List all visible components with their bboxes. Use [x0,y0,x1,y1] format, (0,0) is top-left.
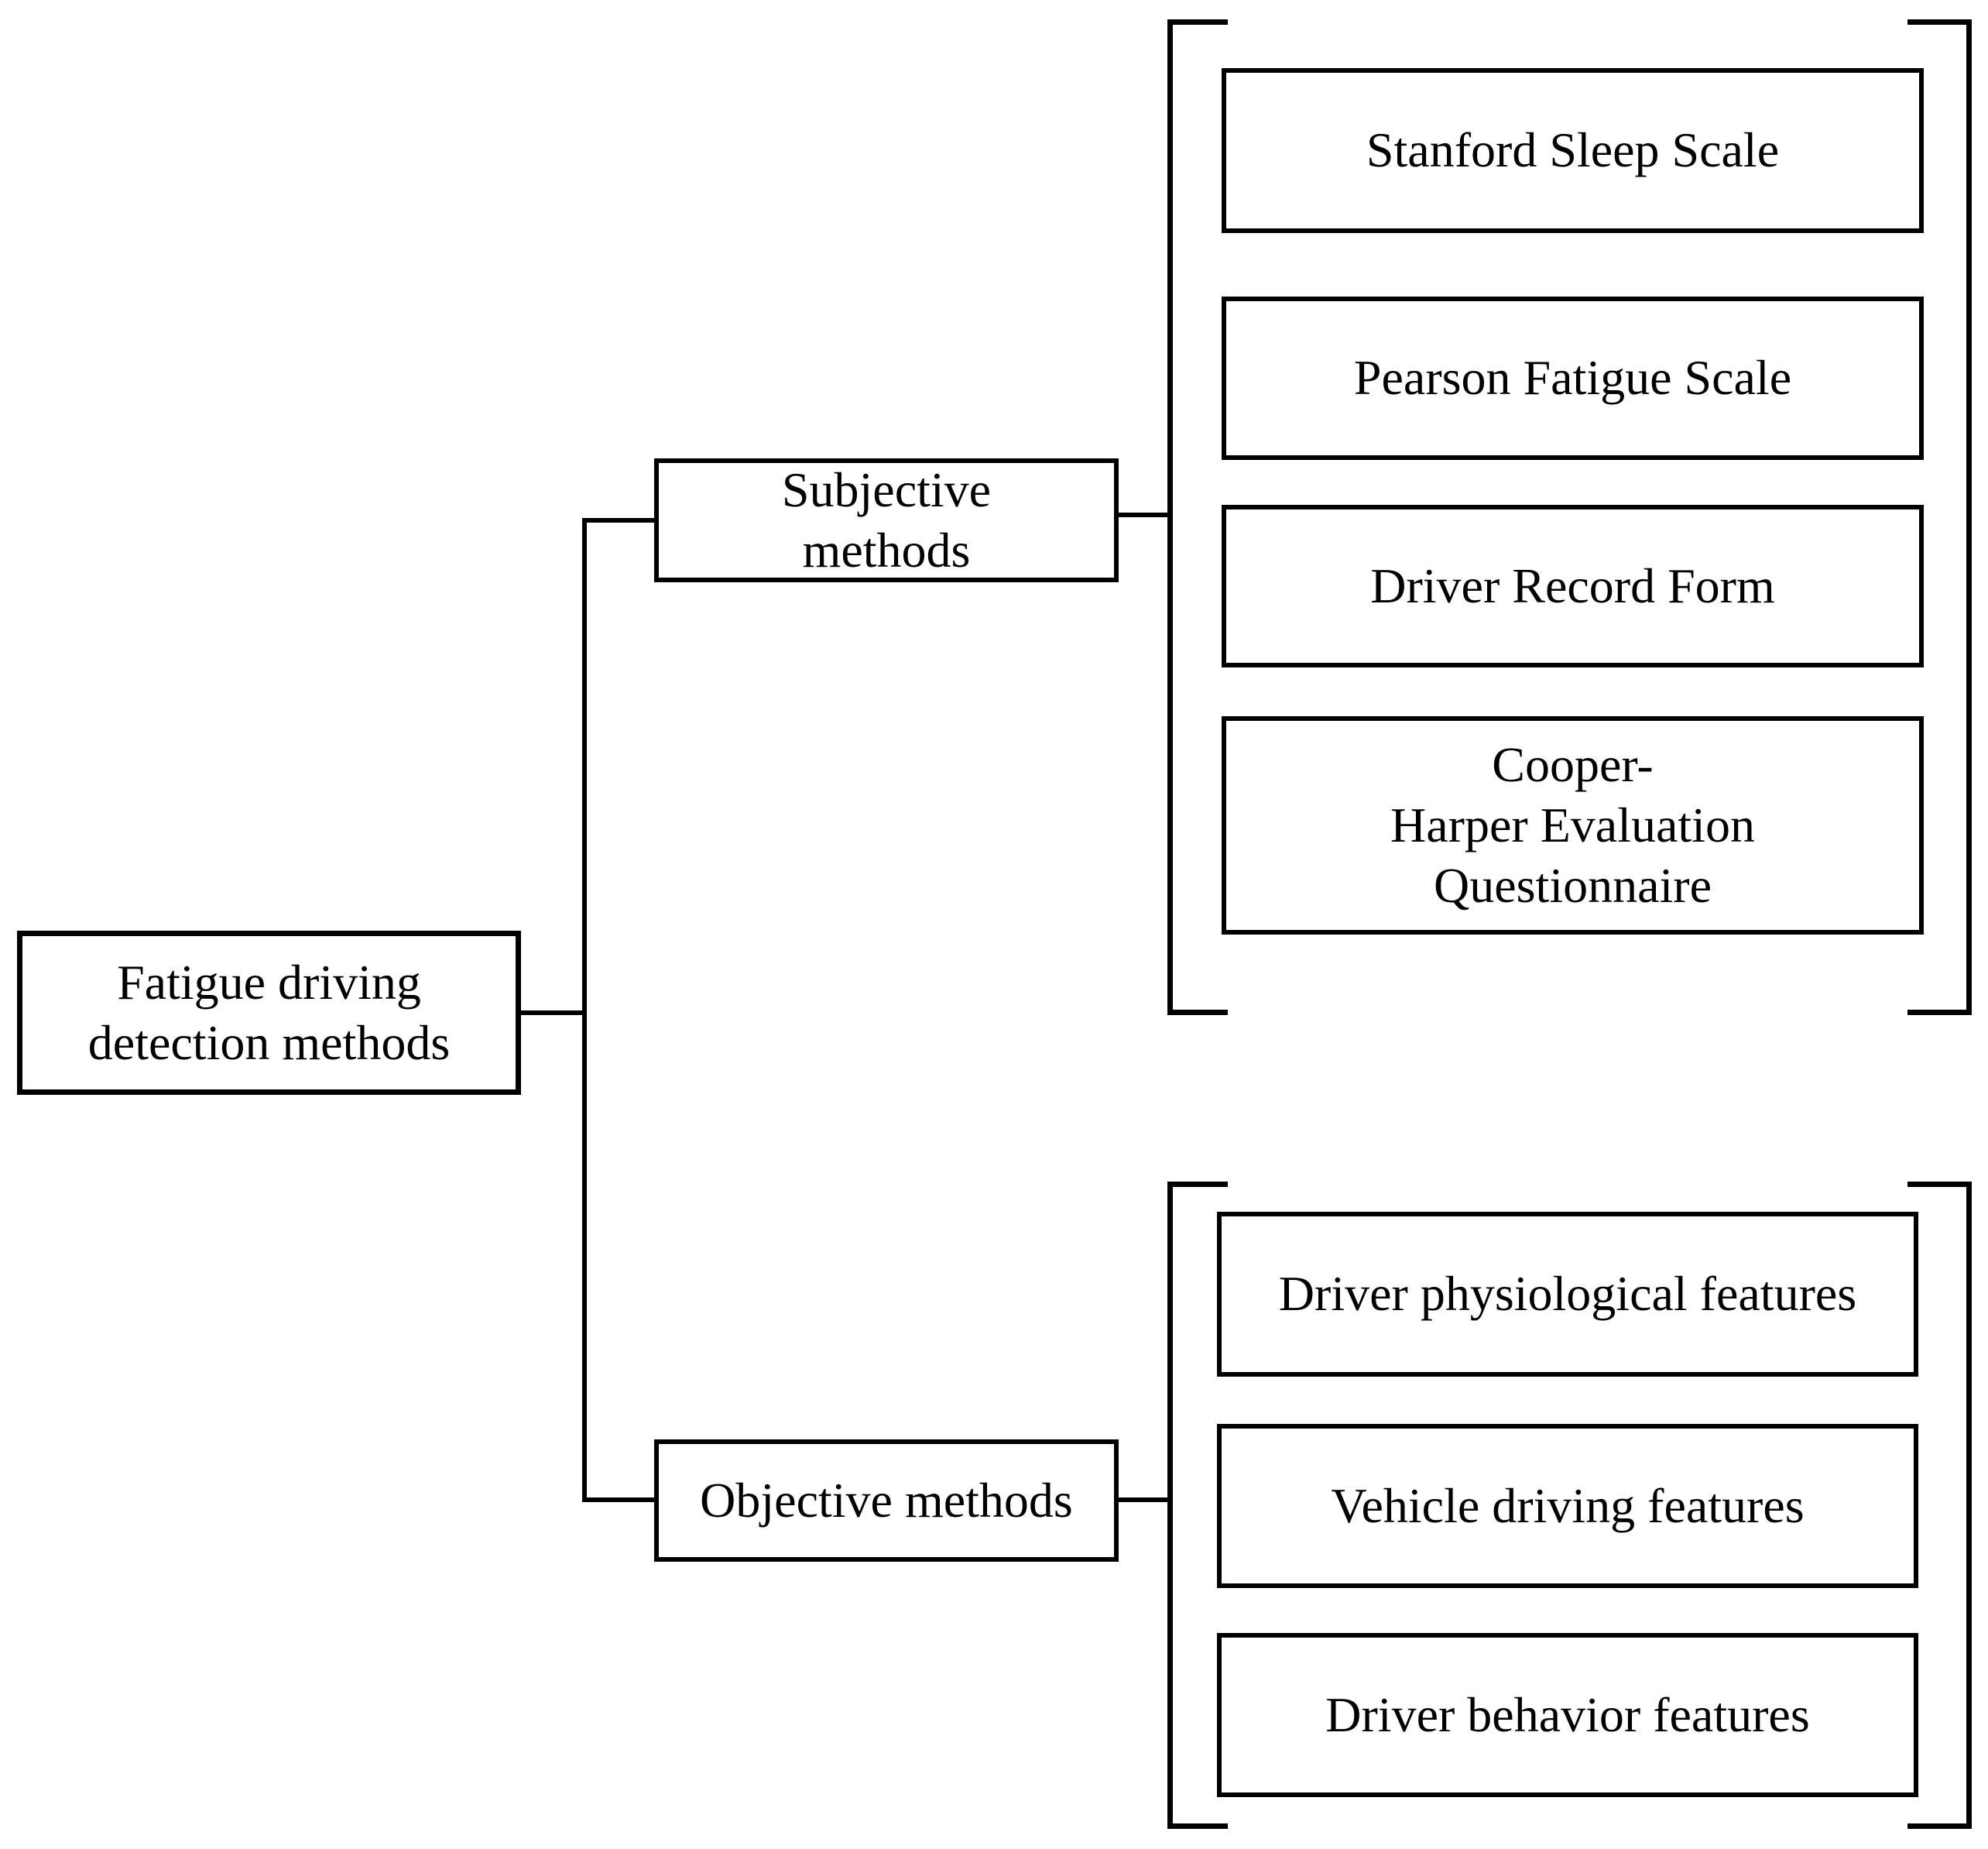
connector-trunk-vertical [582,518,587,1502]
branch-node-subjective-methods: Subjective methods [654,458,1119,582]
leaf-node-cooper-harper-evaluation-questionnaire-label: Cooper- Harper Evaluation Questionnaire [1390,736,1755,914]
leaf-node-stanford-sleep-scale: Stanford Sleep Scale [1222,68,1924,233]
leaf-node-cooper-harper-evaluation-questionnaire: Cooper- Harper Evaluation Questionnaire [1222,716,1924,935]
objective-group-left-bracket [1167,1182,1228,1829]
leaf-node-driver-behavior-features: Driver behavior features [1217,1633,1918,1797]
root-node-fatigue-driving-detection-methods: Fatigue driving detection methods [17,931,521,1095]
connector-trunk-to-objective [585,1497,654,1502]
leaf-node-driver-record-form: Driver Record Form [1222,505,1924,667]
leaf-node-pearson-fatigue-scale-label: Pearson Fatigue Scale [1353,350,1792,406]
leaf-node-driver-behavior-features-label: Driver behavior features [1325,1686,1810,1742]
leaf-node-pearson-fatigue-scale: Pearson Fatigue Scale [1222,297,1924,460]
leaf-node-vehicle-driving-features-label: Vehicle driving features [1331,1477,1805,1533]
objective-group-right-bracket [1907,1182,1972,1829]
branch-node-objective-label: Objective methods [700,1472,1073,1528]
leaf-node-driver-record-form-label: Driver Record Form [1370,557,1775,613]
connector-root-to-trunk [519,1010,586,1015]
branch-node-objective-methods: Objective methods [654,1439,1119,1562]
leaf-node-driver-physiological-features: Driver physiological features [1217,1212,1918,1377]
leaf-node-stanford-sleep-scale-label: Stanford Sleep Scale [1366,122,1780,178]
leaf-node-vehicle-driving-features: Vehicle driving features [1217,1424,1918,1588]
subjective-group-right-bracket [1907,19,1972,1015]
leaf-node-driver-physiological-features-label: Driver physiological features [1278,1266,1857,1322]
connector-subjective-to-bracket [1117,513,1170,517]
connector-objective-to-bracket [1117,1497,1170,1502]
root-node-label: Fatigue driving detection methods [87,954,451,1070]
subjective-group-left-bracket [1167,19,1228,1015]
branch-node-subjective-label: Subjective methods [781,461,992,578]
connector-trunk-to-subjective [585,518,654,523]
